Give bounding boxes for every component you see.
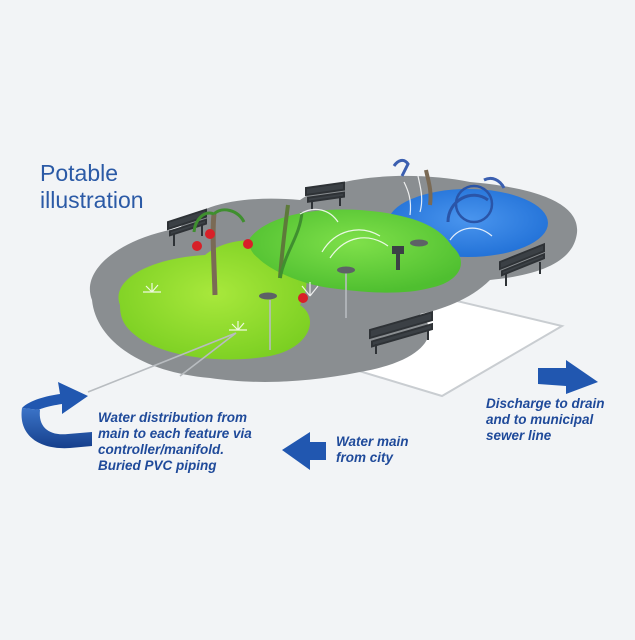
discharge-line-2: and to municipal [486, 412, 594, 427]
water-main-line-1: Water main [336, 434, 409, 449]
distribution-line-3: controller/manifold. [98, 442, 225, 457]
diagram-title: Potable illustration [40, 160, 144, 214]
title-line-2: illustration [40, 187, 144, 213]
buried-pvc-piping [87, 272, 347, 393]
water-main-label: Water main from city [336, 434, 409, 466]
distribution-line-2: main to each feature via [98, 426, 252, 441]
water-main-line-2: from city [336, 450, 394, 465]
flower-spray-icon [192, 169, 433, 303]
discharge-line-1: Discharge to drain [486, 396, 605, 411]
bench-icon [167, 181, 545, 354]
distribution-line-4: Buried PVC piping [98, 458, 217, 473]
green-splash-zones [118, 209, 461, 360]
sprinkler-icon [143, 175, 493, 331]
discharge-label: Discharge to drain and to municipal sewe… [486, 396, 605, 444]
drain-grates [259, 239, 428, 300]
right-arrow-icon [538, 360, 598, 394]
discharge-line-3: sewer line [486, 428, 552, 443]
fountain-arch-icon [392, 158, 506, 224]
curved-arrow-icon [21, 382, 92, 449]
distribution-line-1: Water distribution from [98, 410, 248, 425]
left-arrow-icon [282, 432, 326, 470]
title-line-1: Potable [40, 160, 119, 186]
distribution-label: Water distribution from main to each fea… [98, 410, 252, 474]
